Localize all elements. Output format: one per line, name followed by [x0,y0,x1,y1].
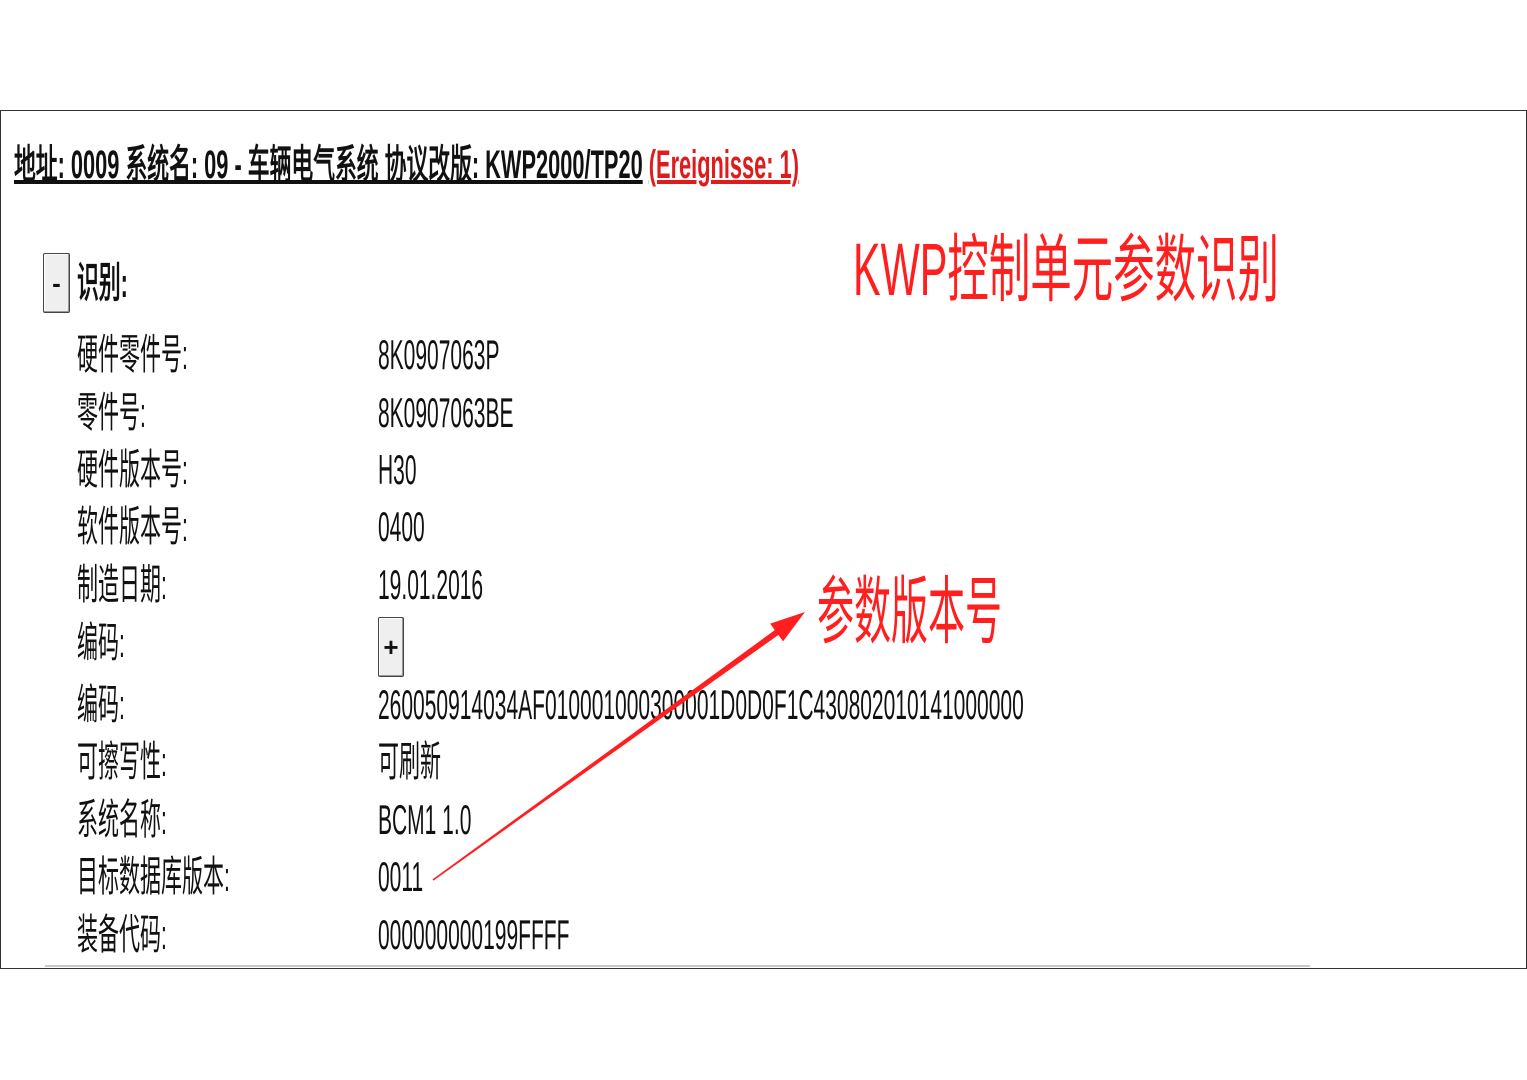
software-version-label: 软件版本号: [77,503,188,550]
module-header: 地址: 0009 系统名: 09 - 车辆电气系统 协议改版: KWP2000/… [14,145,814,189]
hardware-part-number-label: 硬件零件号: [77,331,188,378]
hardware-version-value: H30 [378,446,417,493]
part-number-value: 8K0907063BE [378,389,514,436]
expand-coding-button[interactable]: + [378,617,404,677]
diagnostic-panel [0,110,1527,969]
coding-value: 260050914034AF010001000300001D0D0F1C4308… [378,681,1024,728]
erasability-value: 可刷新 [378,738,442,785]
identification-title: 识别: [77,259,128,306]
module-header-line: 地址: 0009 系统名: 09 - 车辆电气系统 协议改版: KWP2000/… [14,145,799,185]
hardware-part-number-value: 8K0907063P [378,331,500,378]
annotation-arrow-label: 参数版本号 [817,570,1002,653]
coding-expand-label: 编码: [77,619,125,666]
system-name-label: 系统名称: [77,796,167,843]
manufacture-date-label: 制造日期: [77,561,167,608]
manufacture-date-value: 19.01.2016 [378,561,484,608]
system-name-value: BCM1 1.0 [378,796,472,843]
module-header-title: 地址: 0009 系统名: 09 - 车辆电气系统 协议改版: KWP2000/… [14,143,643,187]
hardware-version-label: 硬件版本号: [77,446,188,493]
target-database-version-value: 0011 [378,853,424,900]
section-divider [45,965,1310,967]
part-number-label: 零件号: [77,389,146,436]
equipment-code-value: 000000000199FFFF [378,911,570,958]
coding-label: 编码: [77,681,125,728]
equipment-code-label: 装备代码: [77,911,167,958]
erasability-label: 可擦写性: [77,738,167,785]
collapse-identification-button[interactable]: - [43,253,70,313]
target-database-version-label: 目标数据库版本: [77,853,230,900]
annotation-title: KWP控制单元参数识别 [853,228,1279,311]
software-version-value: 0400 [378,503,425,550]
events-link[interactable]: (Ereignisse: 1) [648,143,799,187]
